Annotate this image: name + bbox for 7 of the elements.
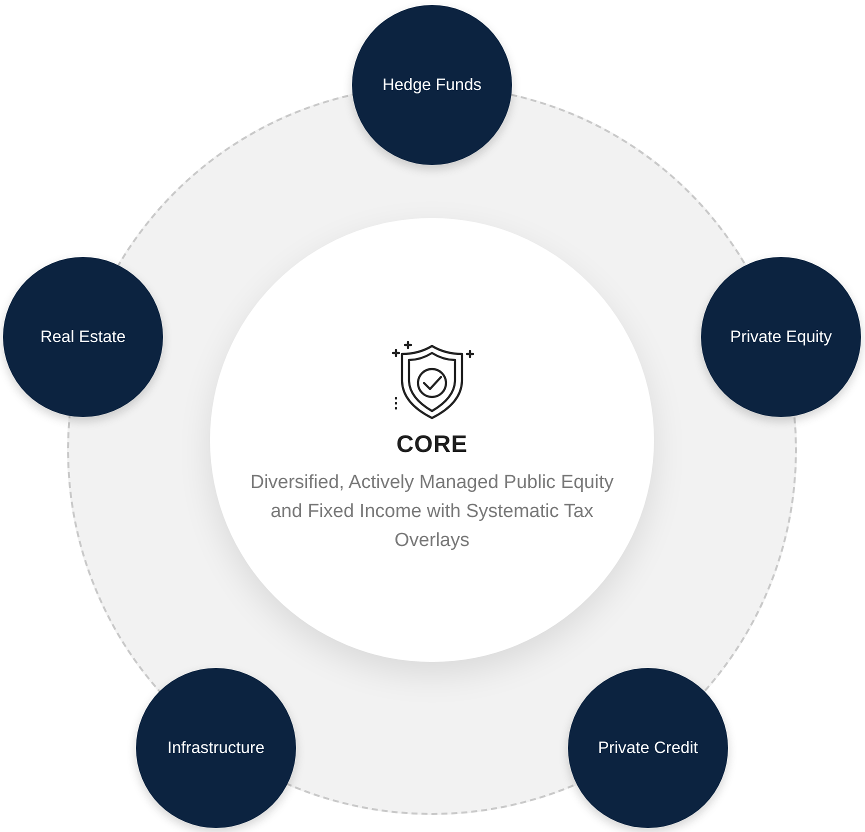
category-label: Private Credit <box>598 738 698 758</box>
category-label: Infrastructure <box>167 738 265 758</box>
core-title: CORE <box>396 430 468 460</box>
category-label: Real Estate <box>40 328 126 346</box>
category-label: Private Equity <box>730 328 832 346</box>
category-label: Hedge Funds <box>382 76 482 94</box>
core-description: Diversified, Actively Managed Public Equity and Fixed Income with Systematic Tax Overlays <box>249 471 615 553</box>
